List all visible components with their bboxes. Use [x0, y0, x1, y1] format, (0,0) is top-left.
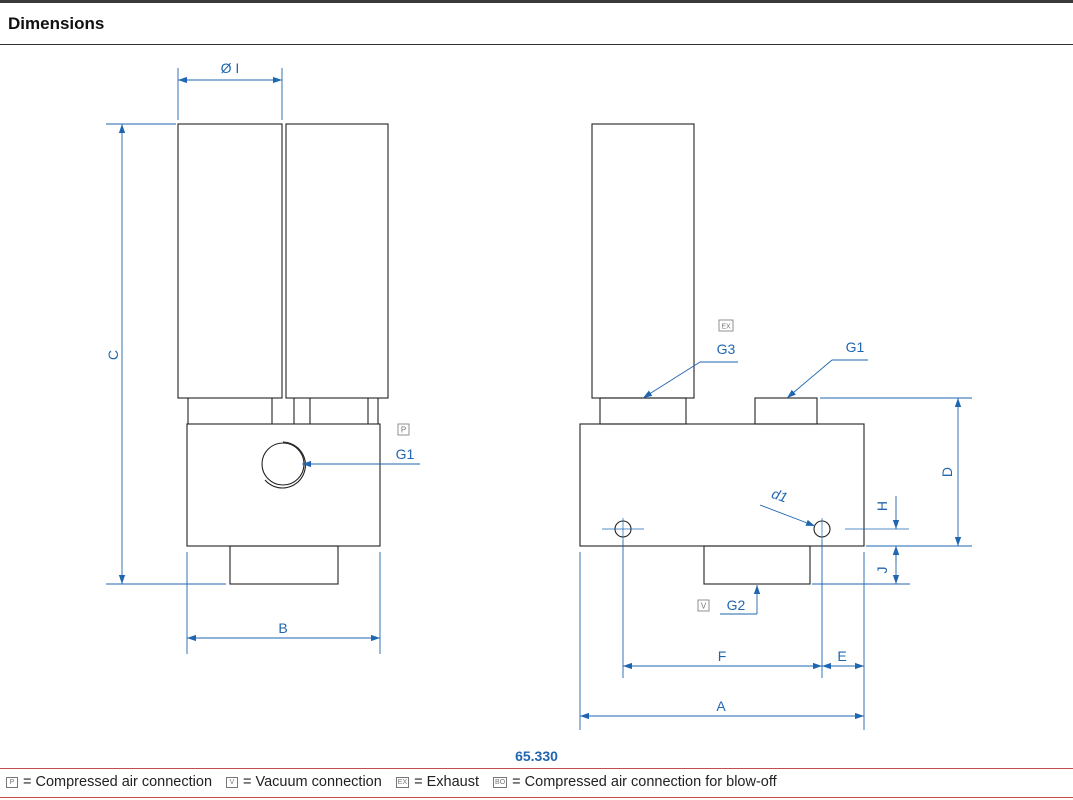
g1-side-leader — [786, 359, 833, 399]
dim-label-phi-i: Ø I — [221, 60, 240, 76]
model-number-caption: 65.330 — [515, 748, 558, 764]
g1-port-circle — [261, 442, 305, 486]
connection-label-left-g1: G1 — [396, 446, 415, 462]
dim-label-e: E — [837, 648, 846, 664]
connection-label-right-g1: G1 — [846, 339, 865, 355]
d1-leader — [759, 504, 816, 527]
legend-text: = Vacuum connection — [243, 774, 382, 790]
legend-tag-v: V — [226, 776, 239, 788]
tag-v: V — [697, 599, 710, 612]
dim-label-h: H — [874, 501, 890, 511]
legend-divider — [0, 768, 1073, 769]
dim-label-f: F — [718, 648, 727, 664]
side-valve-body — [579, 423, 865, 547]
g2-port — [703, 545, 811, 585]
svg-text:P: P — [401, 426, 406, 435]
dim-label-a: A — [716, 698, 726, 714]
bottom-port — [229, 545, 339, 585]
connection-label-g2: G2 — [727, 597, 746, 613]
legend-item-blow-off: BO = Compressed air connection for blow-… — [493, 774, 777, 790]
dim-label-j: J — [874, 567, 890, 574]
legend-item-vacuum: V = Vacuum connection — [226, 774, 382, 790]
g3-leader — [642, 361, 701, 399]
legend: P = Compressed air connection V = Vacuum… — [6, 774, 791, 790]
side-dimensions — [579, 359, 972, 730]
front-view — [177, 123, 389, 585]
legend-text: = Exhaust — [414, 774, 480, 790]
dim-label-d1: d1 — [770, 485, 790, 505]
connection-label-g3: G3 — [717, 341, 736, 357]
title-divider — [0, 44, 1073, 45]
g1-stub — [754, 397, 818, 425]
dim-label-d: D — [939, 467, 955, 477]
dim-label-c: C — [105, 350, 121, 360]
legend-item-exhaust: EX = Exhaust — [395, 774, 480, 790]
dim-label-b: B — [278, 620, 287, 636]
exhaust-stub — [599, 397, 687, 425]
legend-text: = Compressed air connection — [23, 774, 213, 790]
legend-tag-p: P — [6, 776, 18, 788]
svg-text:EX: EX — [721, 324, 731, 331]
g1-port-thread — [264, 441, 306, 489]
legend-tag-bo: BO — [493, 776, 508, 788]
legend-tag-ex: EX — [395, 776, 410, 788]
legend-text: = Compressed air connection for blow-off — [512, 774, 777, 790]
left-cylinder — [177, 123, 283, 399]
legend-item-compressed-air: P = Compressed air connection — [6, 774, 212, 790]
side-cylinder — [591, 123, 695, 399]
right-cylinder — [285, 123, 389, 399]
tag-p: P — [397, 423, 410, 436]
section-title: Dimensions — [8, 14, 105, 33]
svg-text:V: V — [701, 602, 707, 611]
tag-ex: EX — [718, 319, 734, 332]
legend-bottom-divider — [0, 797, 1073, 798]
front-dimensions — [106, 68, 420, 654]
top-bar — [0, 0, 1073, 3]
